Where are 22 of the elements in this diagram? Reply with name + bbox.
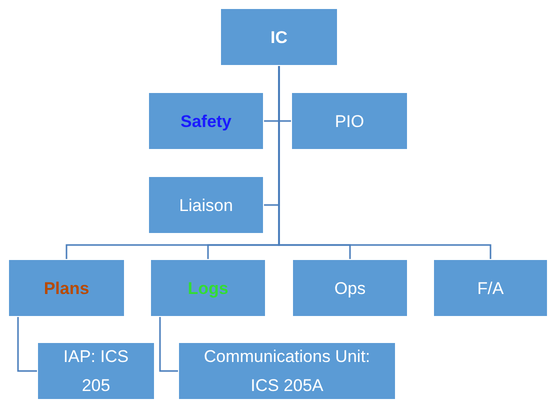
- box-label: PIO: [334, 110, 364, 132]
- org-box: [291, 92, 408, 150]
- org-box: [178, 342, 396, 400]
- box-label: IAP: ICS 205: [62, 346, 130, 397]
- box-label: F/A: [477, 278, 504, 300]
- org-box: [37, 342, 155, 400]
- box-label: Liaison: [179, 194, 233, 216]
- box-label: Plans: [44, 278, 90, 300]
- box-label: IC: [270, 26, 288, 48]
- box-label: Logs: [188, 278, 228, 300]
- org-box: [220, 8, 338, 66]
- box-label: Safety: [180, 110, 232, 132]
- box-label: Communications Unit: ICS 205A: [202, 346, 372, 397]
- org-box: [433, 259, 548, 317]
- connector-line: [159, 317, 178, 372]
- connector-line: [17, 317, 37, 372]
- org-box: [148, 176, 264, 234]
- org-box: [150, 259, 266, 317]
- org-box: [148, 92, 264, 150]
- org-box: [8, 259, 125, 317]
- org-box: [292, 259, 408, 317]
- box-label: Ops: [334, 278, 366, 300]
